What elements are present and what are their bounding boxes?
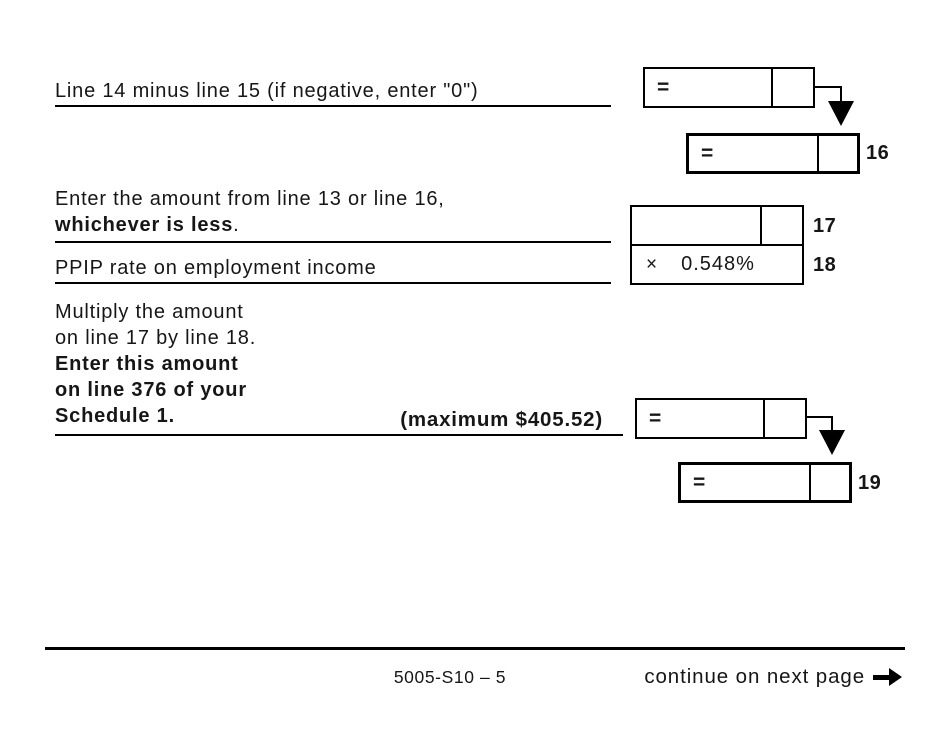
line19-instruction-line5: Schedule 1. — [55, 405, 175, 427]
footer-continue: continue on next page — [560, 665, 902, 689]
line16-calc-amount-field[interactable]: = — [643, 67, 815, 108]
arrow-shaft — [873, 675, 890, 680]
arrow-shaft-vertical — [831, 416, 833, 432]
continue-label: continue on next page — [644, 665, 865, 688]
equals-sign: = — [649, 406, 662, 430]
line19-instruction-line3: Enter this amount — [55, 353, 239, 375]
line19-instruction-line1: Multiply the amount — [55, 301, 244, 323]
arrow-shaft-vertical — [840, 86, 842, 103]
equals-sign: = — [701, 141, 714, 165]
line19-calc-amount-field[interactable]: = — [635, 398, 807, 439]
equals-sign: = — [657, 75, 670, 99]
cents-divider — [763, 400, 765, 437]
arrow-head — [889, 668, 902, 686]
cents-divider — [817, 136, 819, 171]
line17-instruction-period: . — [233, 214, 240, 236]
line17-instruction-line1: Enter the amount from line 13 or line 16… — [55, 188, 445, 210]
cents-divider — [760, 207, 762, 244]
footer-page-code: 5005-S10 – 5 — [393, 667, 507, 687]
arrow-shaft-horizontal — [813, 86, 842, 88]
maximum-note: (maximum $405.52) — [400, 408, 603, 431]
line19-instruction-line4: on line 376 of your — [55, 379, 247, 401]
line16-instruction-label: Line 14 minus line 15 (if negative, ente… — [55, 80, 479, 102]
line-number-18: 18 — [813, 254, 837, 276]
cents-divider — [771, 69, 773, 106]
line18-instruction-label: PPIP rate on employment income — [55, 257, 377, 279]
line17-underline — [55, 241, 611, 243]
line18-rate-field: × 0.548% — [630, 244, 804, 285]
line19-underline — [55, 434, 623, 436]
arrow-shaft-horizontal — [805, 416, 833, 418]
line16-underline — [55, 105, 611, 107]
line17-instruction-line2: whichever is less. — [55, 214, 240, 236]
right-arrow-icon — [872, 667, 902, 687]
line18-underline — [55, 282, 611, 284]
line-number-16: 16 — [866, 142, 890, 164]
multiply-sign: × — [646, 253, 658, 275]
line16-result-amount-field[interactable]: = — [686, 133, 860, 174]
line17-amount-field[interactable] — [630, 205, 804, 246]
arrow-head — [819, 430, 845, 455]
cents-divider — [809, 465, 811, 500]
rate-value: 0.548% — [681, 253, 755, 275]
equals-sign: = — [693, 470, 706, 494]
line-number-17: 17 — [813, 215, 837, 237]
line19-result-amount-field[interactable]: = — [678, 462, 852, 503]
line-number-19: 19 — [858, 472, 882, 494]
line19-instruction-line2: on line 17 by line 18. — [55, 327, 257, 349]
arrow-head — [828, 101, 854, 126]
line17-instruction-bold-text: whichever is less — [55, 214, 234, 236]
footer-rule — [45, 647, 905, 650]
